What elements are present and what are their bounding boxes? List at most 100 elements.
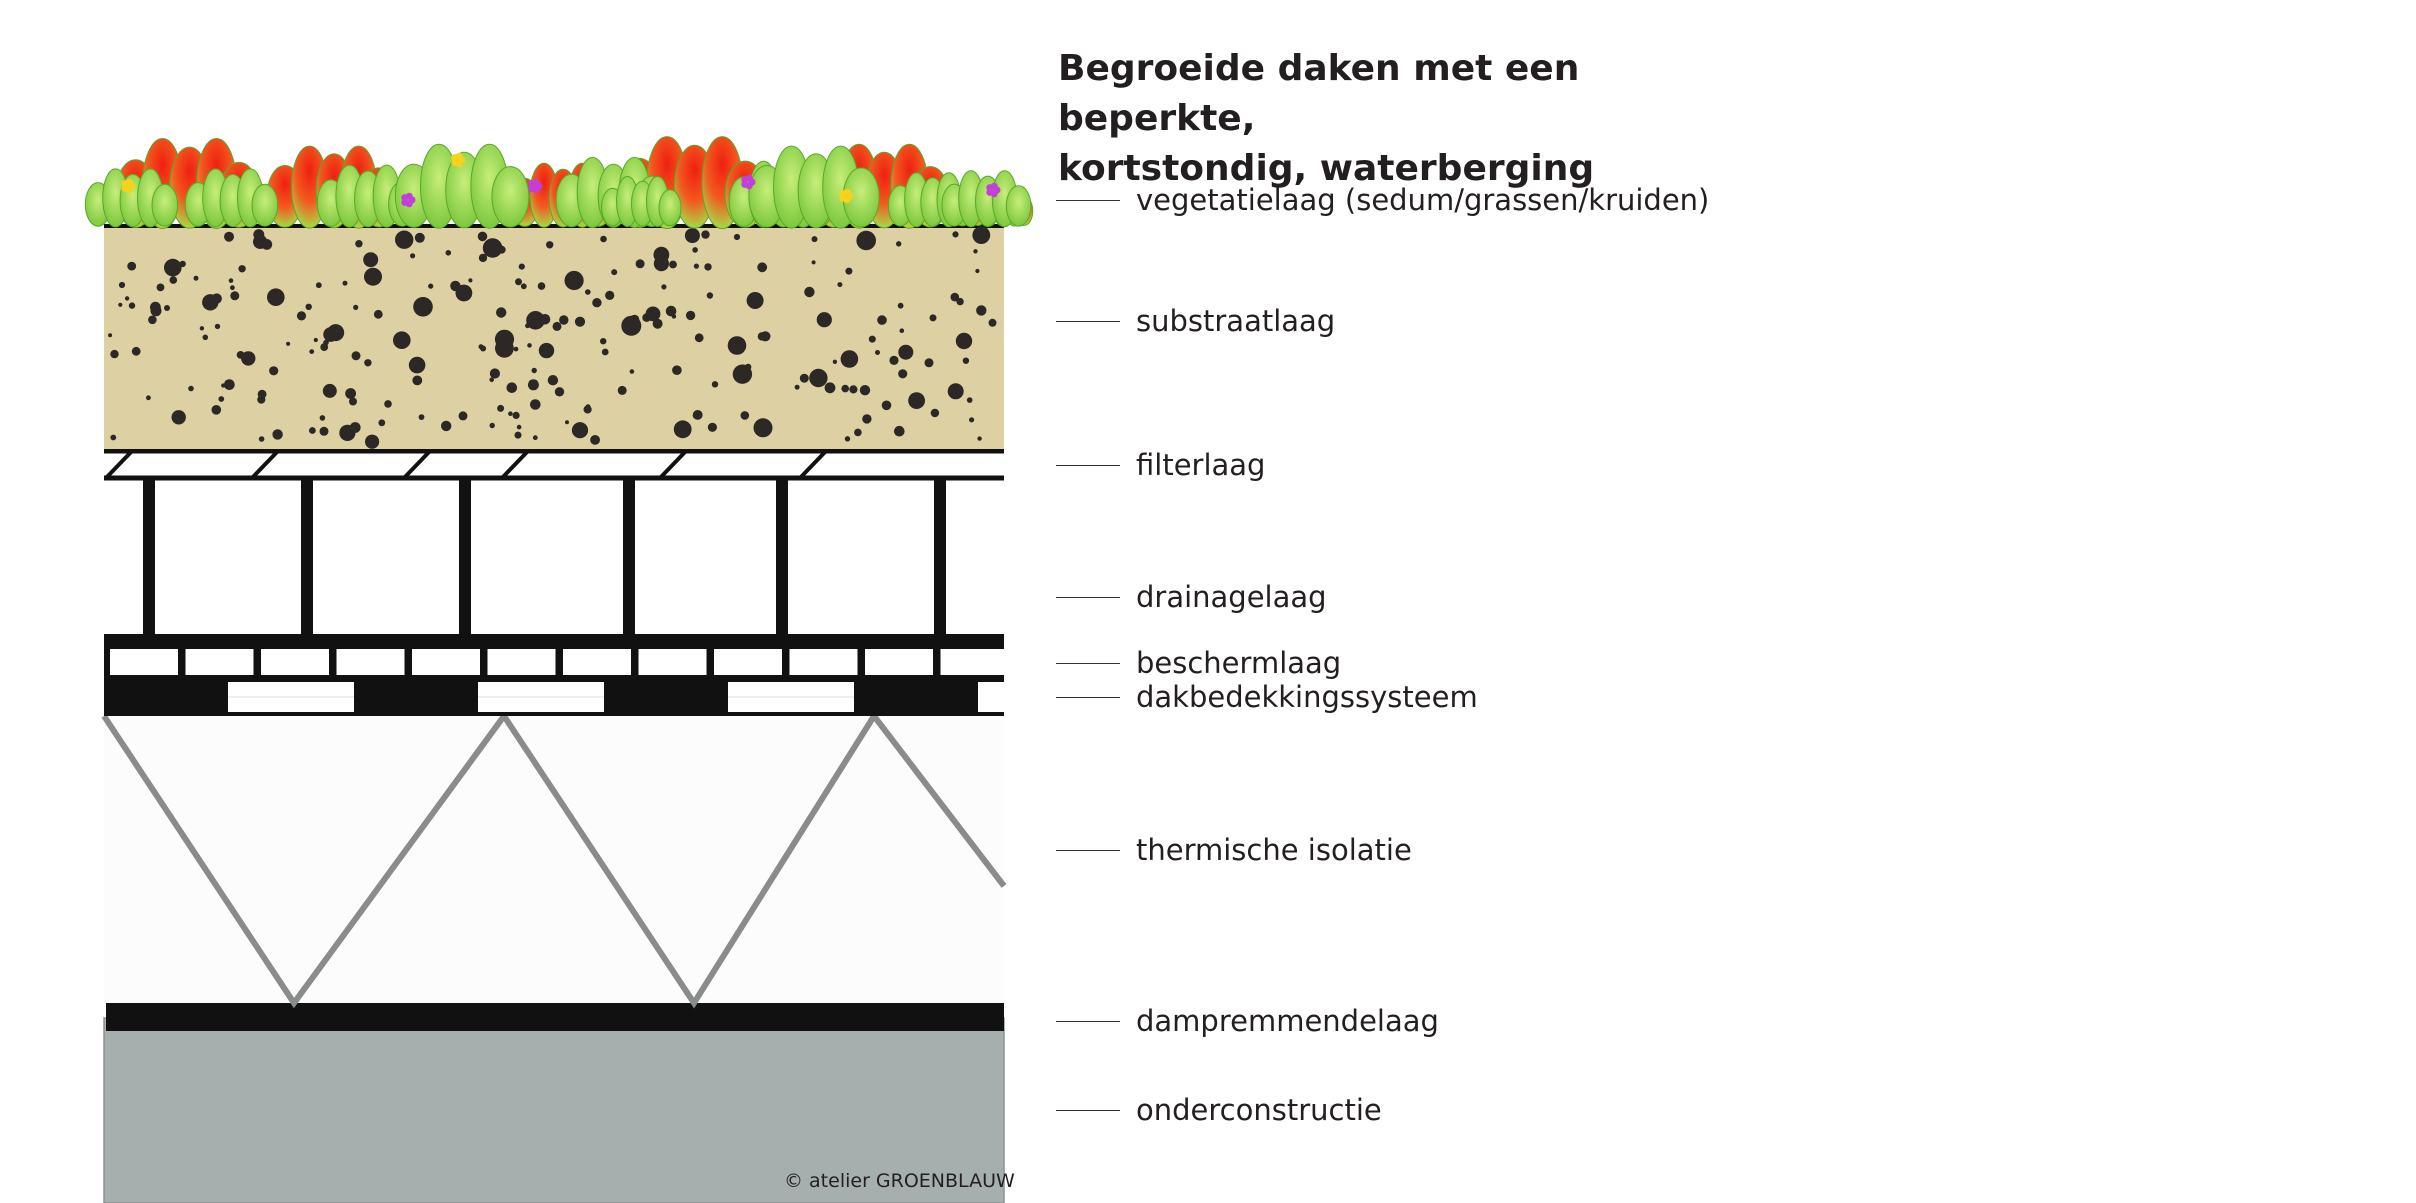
substrate-grain [706, 292, 714, 299]
label-onderconstructie: onderconstructie [1056, 1090, 1382, 1130]
substrate-grain [214, 323, 221, 330]
substrate-grain [495, 338, 514, 358]
substrate-grain [988, 318, 997, 327]
substrate-grain [110, 434, 117, 441]
substrate-grain [539, 314, 551, 325]
substrate-grain [894, 425, 905, 437]
substrate-grain [164, 258, 182, 277]
label-vegetatielaag: vegetatielaag (sedum/grassen/kruiden) [1056, 180, 1709, 220]
substrate-grain [665, 305, 677, 317]
substrate-grain [489, 377, 495, 383]
substrate-grain [947, 383, 964, 400]
substrate-grain [428, 283, 434, 289]
substrate-grain [156, 283, 165, 292]
substrate-grain [672, 365, 682, 376]
substrate-grain [950, 292, 960, 302]
substrate-grain [711, 381, 719, 388]
substrate-grain [520, 283, 527, 290]
substrate-grain [645, 306, 661, 322]
substrate-grain [353, 304, 359, 310]
substrate-grain [692, 413, 698, 419]
layer-drainagelaag [104, 478, 1004, 644]
substrate-grain [532, 435, 538, 441]
substrate-grain [171, 410, 186, 425]
protection-cell [714, 649, 782, 675]
substrate-grain [924, 358, 934, 368]
substrate-grain [732, 364, 753, 384]
substrate-grain [899, 328, 905, 334]
substrate-grain [363, 252, 379, 268]
substrate-grain [131, 346, 141, 356]
flower-icon [528, 178, 543, 194]
substrate-grain [811, 260, 816, 265]
substrate-grain [799, 373, 809, 383]
substrate-grain [877, 315, 887, 325]
leader-line [1056, 849, 1120, 851]
substrate-grain [692, 247, 698, 253]
substrate-grain [257, 389, 267, 399]
protection-cell [412, 649, 480, 675]
substrate-grain [897, 302, 904, 309]
protection-cell [563, 649, 631, 675]
substrate-grain [414, 232, 425, 243]
substrate-grain [408, 356, 426, 374]
substrate-grain [118, 302, 123, 307]
substrate-grain [202, 334, 209, 341]
substrate-grain [355, 240, 363, 248]
substrate-grain [671, 314, 677, 319]
copyright-notice: © atelier GROENBLAUW [784, 1170, 1015, 1192]
diagram-title: Begroeide daken met een beperkte, kortst… [1058, 44, 1758, 194]
protection-cell [865, 649, 933, 675]
substrate-grain [224, 231, 234, 242]
substrate-grain [583, 405, 592, 414]
substrate-grain [349, 422, 361, 433]
substrate-grain [468, 278, 473, 283]
substrate-grain [450, 280, 461, 292]
substrate-grain [410, 253, 416, 259]
protection-cell [261, 649, 329, 675]
substrate-grain [977, 436, 982, 441]
substrate-grain [127, 261, 137, 271]
substrate-grain [972, 226, 991, 245]
substrate-grain [313, 337, 318, 343]
substrate-grain [600, 235, 607, 243]
substrate-grain [908, 392, 925, 409]
substrate-grain [525, 323, 531, 329]
substrate-grain [707, 422, 718, 432]
substrate-grain [956, 297, 964, 306]
substrate-grain [323, 327, 339, 342]
substrate-grain [148, 315, 157, 325]
substrate-grain [896, 241, 902, 247]
substrate-grain [684, 228, 700, 244]
protection-cell [185, 649, 254, 675]
substrate-grain [673, 420, 692, 439]
substrate-grain [418, 414, 425, 420]
label-beschermlaag: beschermlaag [1056, 643, 1341, 683]
substrate-grain [693, 263, 700, 269]
substrate-grain [837, 282, 843, 288]
substrate-grain [832, 359, 838, 364]
layer-dakbedekkingssysteem [104, 678, 1004, 716]
substrate-grain [526, 311, 545, 330]
substrate-grain [617, 385, 627, 395]
substrate-grain [319, 415, 326, 421]
substrate-grain [286, 341, 291, 346]
substrate-grain [258, 436, 265, 442]
substrate-grain [753, 418, 773, 438]
protection-cell [487, 649, 556, 675]
substrate-grain [527, 343, 532, 348]
substrate-grain [635, 259, 645, 269]
substrate-grain [188, 385, 194, 392]
substrate-grain [364, 359, 372, 367]
substrate-grain [482, 238, 503, 258]
substrate-grain [322, 383, 337, 398]
substrate-grain [740, 411, 750, 420]
substrate-grain [824, 382, 836, 394]
substrate-grain [238, 265, 246, 273]
substrate-grain [704, 263, 712, 271]
substrate-grain [489, 422, 495, 429]
substrate-grain [930, 408, 940, 418]
substrate-grain [296, 311, 307, 321]
substrate-grain [315, 282, 322, 289]
substrate-grain [809, 368, 828, 388]
